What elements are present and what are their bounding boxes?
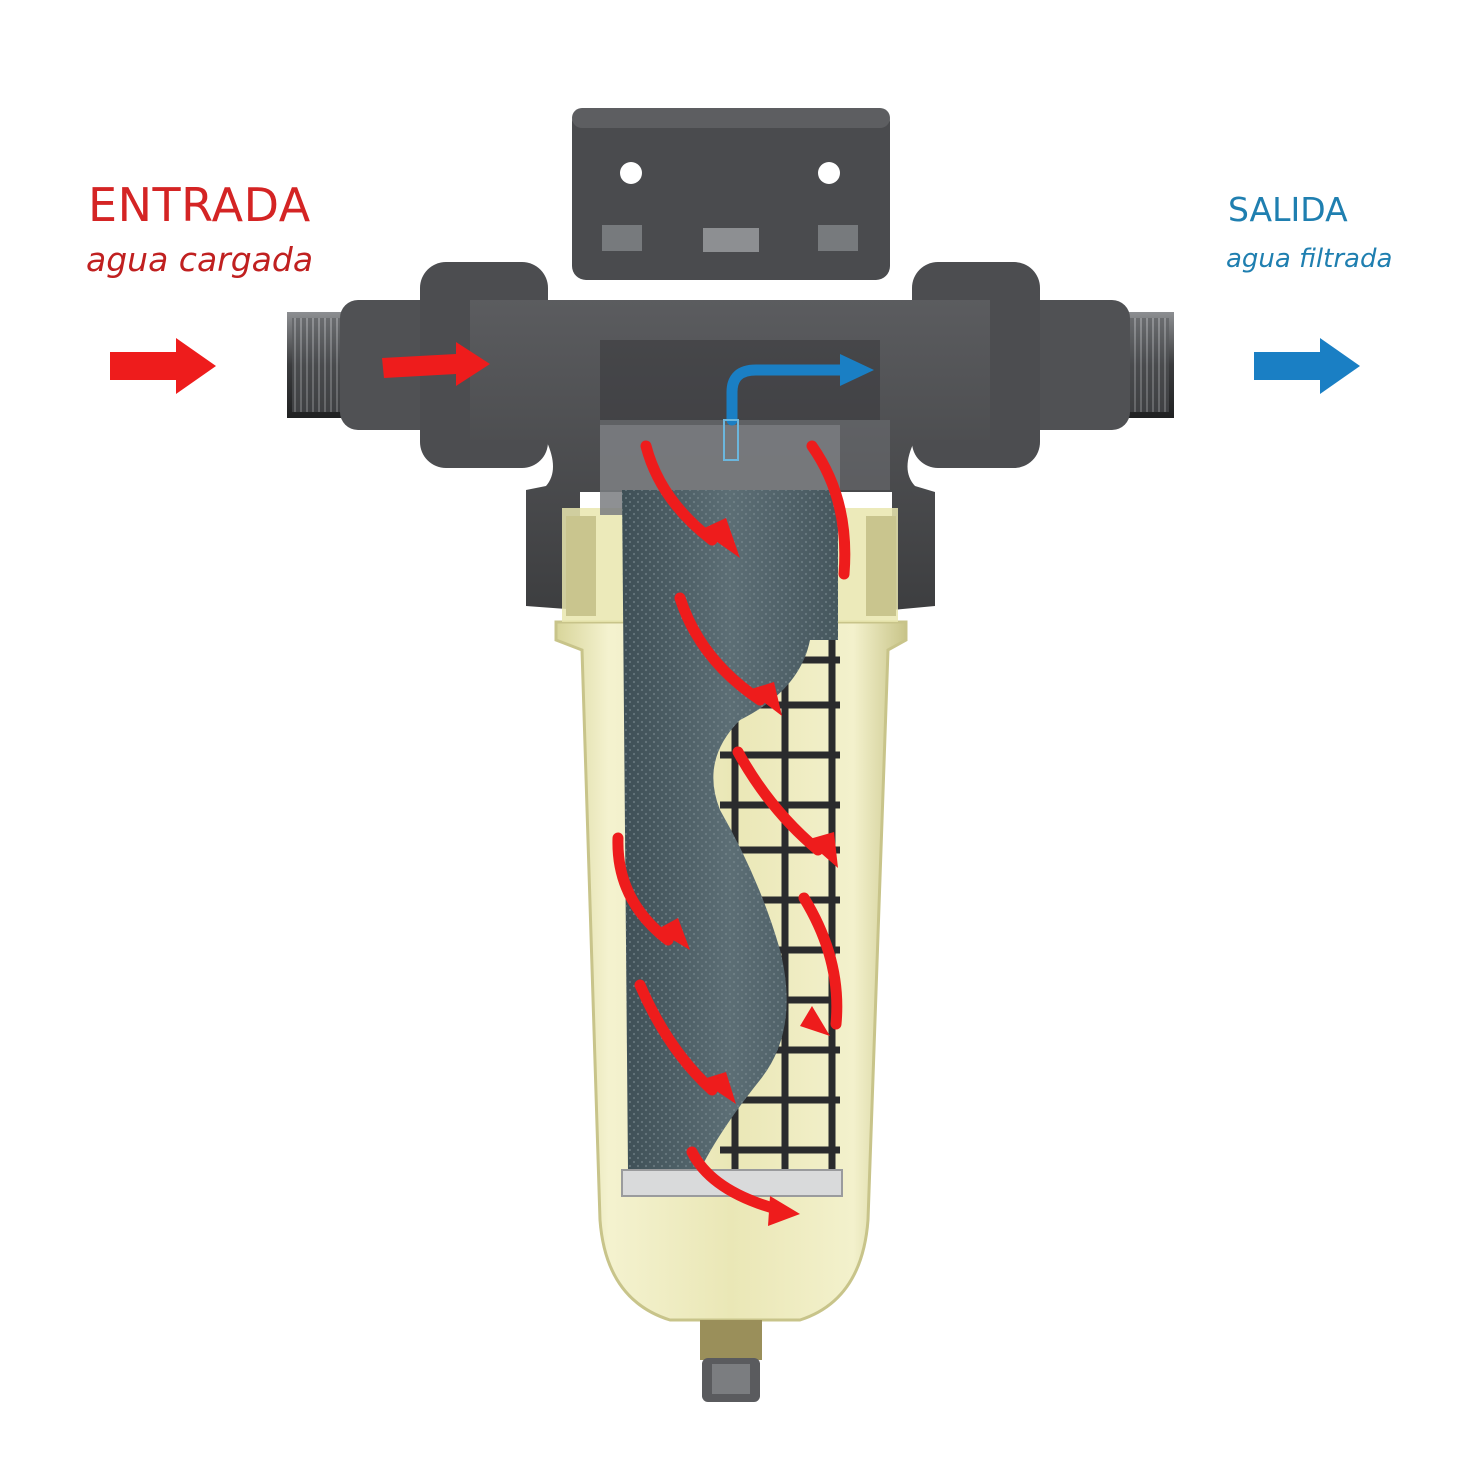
bracket-hole-left-icon bbox=[620, 162, 642, 184]
flow-arrow-icon bbox=[806, 832, 838, 868]
flow-arrow-icon bbox=[382, 342, 490, 386]
flow-arrow-icon bbox=[700, 1072, 736, 1104]
outlet-title: SALIDA bbox=[1228, 190, 1348, 229]
inlet-flow bbox=[110, 338, 490, 394]
outlet-subtitle: agua filtrada bbox=[1226, 244, 1393, 274]
inlet-arrow-icon bbox=[110, 338, 216, 394]
mounting-bracket bbox=[572, 108, 890, 280]
flow-arrow-icon bbox=[840, 354, 874, 386]
flow-arrow-icon bbox=[656, 918, 690, 950]
bracket-hole-right-icon bbox=[818, 162, 840, 184]
flow-arrow-icon bbox=[700, 518, 740, 558]
outlet-arrow-icon bbox=[1254, 338, 1360, 394]
outlet-flow bbox=[723, 338, 1360, 461]
flow-arrow-icon bbox=[768, 1196, 800, 1226]
swirl-arrowheads bbox=[656, 518, 838, 1226]
filter-cartridge bbox=[600, 425, 843, 1197]
flow-arrow-icon bbox=[748, 682, 782, 716]
inlet-subtitle: agua cargada bbox=[86, 240, 314, 279]
inlet-title: ENTRADA bbox=[88, 178, 311, 232]
swirl-flow bbox=[612, 440, 851, 1216]
flow-arrow-icon bbox=[800, 1006, 830, 1036]
